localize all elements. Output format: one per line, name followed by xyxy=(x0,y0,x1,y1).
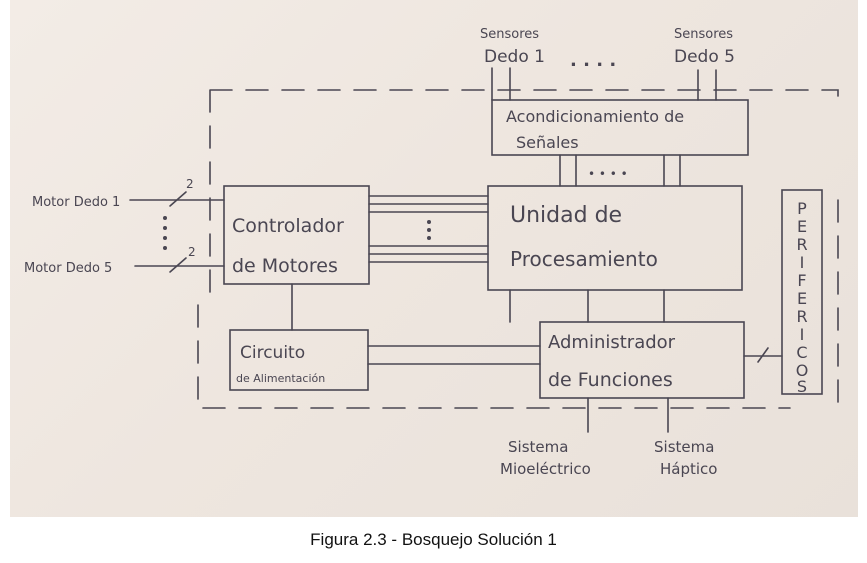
motor-wires-bottom: 2 xyxy=(188,245,196,259)
acondicionamiento-line2: Señales xyxy=(516,133,579,152)
perifericos-letter: E xyxy=(797,289,807,308)
perifericos-letter: O xyxy=(796,361,809,380)
administrador-line2: de Funciones xyxy=(548,369,673,391)
sensores-dedo-1-line1: Sensores xyxy=(480,27,539,42)
figure-caption: Figura 2.3 - Bosquejo Solución 1 xyxy=(310,530,557,549)
perifericos-letter: I xyxy=(800,325,805,344)
unidad-box xyxy=(487,185,743,291)
controlador-line1: Controlador xyxy=(232,215,344,237)
sensores-dedo-5-line2: Dedo 5 xyxy=(674,47,735,67)
perifericos-letter: R xyxy=(796,307,807,326)
circuito-line2: de Alimentación xyxy=(236,372,325,385)
administrador-box xyxy=(539,321,745,399)
controlador-line2: de Motores xyxy=(232,255,338,277)
perifericos-letter: P xyxy=(797,199,807,218)
circuito-box xyxy=(229,329,369,391)
perifericos-letter: I xyxy=(800,253,805,272)
motor-dedo-1-label: Motor Dedo 1 xyxy=(32,195,120,210)
unidad-line2: Procesamiento xyxy=(510,247,658,271)
acondicionamiento-line1: Acondicionamiento de xyxy=(506,107,684,126)
sistema-haptico-line1: Sistema xyxy=(654,438,714,456)
perifericos-letter: F xyxy=(797,271,806,290)
acondicionamiento-box xyxy=(491,99,749,156)
sketch-photo: Sensores Dedo 1 . . . . Sensores Dedo 5 … xyxy=(10,0,858,517)
administrador-line1: Administrador xyxy=(548,332,676,353)
unidad-line1: Unidad de xyxy=(510,203,622,228)
motor-dedo-5-label: Motor Dedo 5 xyxy=(24,261,112,276)
motor-ellipsis xyxy=(163,216,431,250)
acondicionamiento-dots: • • • • xyxy=(588,167,628,181)
sistema-haptico-line2: Háptico xyxy=(660,460,717,478)
perifericos-letter: R xyxy=(796,235,807,254)
system-boundary xyxy=(197,89,839,409)
perifericos-letter: E xyxy=(797,217,807,236)
perifericos-label: P E R I F E R I C O S xyxy=(796,199,809,396)
sensores-dedo-5-line1: Sensores xyxy=(674,27,733,42)
sensores-dedo-1-line2: Dedo 1 xyxy=(484,47,545,67)
sensores-ellipsis: . . . . xyxy=(570,50,616,71)
sistema-mioelectrico-line1: Sistema xyxy=(508,438,568,456)
perifericos-letter: S xyxy=(797,377,807,396)
controlador-box xyxy=(223,185,370,285)
sistema-mioelectrico-line2: Mioeléctrico xyxy=(500,460,591,478)
perifericos-letter: C xyxy=(796,343,807,362)
block-diagram: Sensores Dedo 1 . . . . Sensores Dedo 5 … xyxy=(24,27,839,478)
circuito-line1: Circuito xyxy=(240,343,305,363)
motor-wires-top: 2 xyxy=(186,177,194,191)
perifericos-box xyxy=(781,189,823,395)
